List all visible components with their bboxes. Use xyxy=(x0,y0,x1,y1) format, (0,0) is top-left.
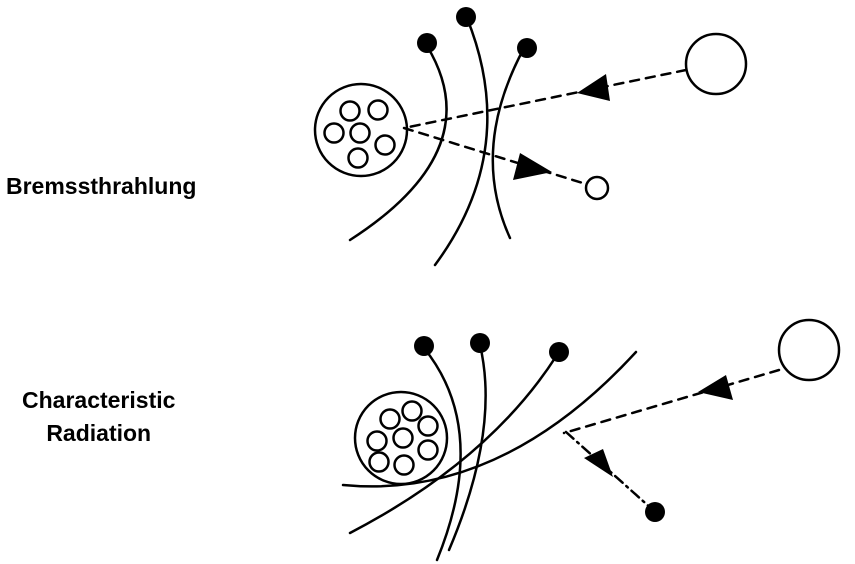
nucleon xyxy=(349,122,371,144)
characteristic-label-line-1: Characteristic xyxy=(22,387,176,413)
characteristic-panel xyxy=(341,318,841,562)
arrowhead xyxy=(513,153,552,180)
electron-shells xyxy=(348,16,525,267)
incident-electron xyxy=(402,32,748,130)
scattered-path xyxy=(402,126,588,186)
nucleon xyxy=(401,400,423,422)
nucleon xyxy=(374,134,396,156)
nucleon xyxy=(367,99,389,121)
nucleon xyxy=(392,427,414,449)
characteristic-radiation-label: Characteristic Radiation xyxy=(22,384,175,450)
electrons xyxy=(417,7,537,58)
electron-shell xyxy=(491,48,525,240)
electron xyxy=(417,33,437,53)
electron-shell xyxy=(447,343,487,552)
electron xyxy=(414,336,434,356)
bremsstrahlung-panel xyxy=(313,7,748,267)
electron-shell xyxy=(422,346,462,562)
arrowhead xyxy=(698,375,733,400)
electron-shells xyxy=(341,343,638,562)
electron xyxy=(470,333,490,353)
ejected-electron xyxy=(564,430,665,522)
nucleon xyxy=(417,415,439,437)
arrowhead xyxy=(584,449,613,477)
nucleus xyxy=(353,390,449,486)
incident-path xyxy=(562,368,781,435)
scattered-electron xyxy=(402,126,610,201)
bremsstrahlung-label-line-1: Bremssthrahlung xyxy=(6,173,197,199)
ejected-electron-dot xyxy=(645,502,665,522)
nucleon xyxy=(366,430,388,452)
characteristic-label-line-2: Radiation xyxy=(46,420,152,446)
nucleus xyxy=(313,82,409,178)
electron xyxy=(456,7,476,27)
electron xyxy=(549,342,569,362)
nucleon xyxy=(379,408,401,430)
electrons xyxy=(414,333,569,362)
arrowhead xyxy=(577,74,610,101)
electron-shell xyxy=(348,353,559,535)
incident-electron xyxy=(562,318,841,435)
incident-path xyxy=(402,68,688,130)
electron-shell xyxy=(341,350,638,488)
electron-shell xyxy=(433,16,489,267)
electron xyxy=(517,38,537,58)
nucleon xyxy=(368,451,390,473)
nucleon xyxy=(393,454,415,476)
nucleon xyxy=(417,439,439,461)
nucleon xyxy=(339,100,361,122)
bremsstrahlung-label: Bremssthrahlung xyxy=(6,170,196,203)
nucleon xyxy=(347,147,369,169)
electron-shell xyxy=(348,44,448,242)
scattered-particle xyxy=(584,175,610,201)
nucleon xyxy=(323,122,345,144)
